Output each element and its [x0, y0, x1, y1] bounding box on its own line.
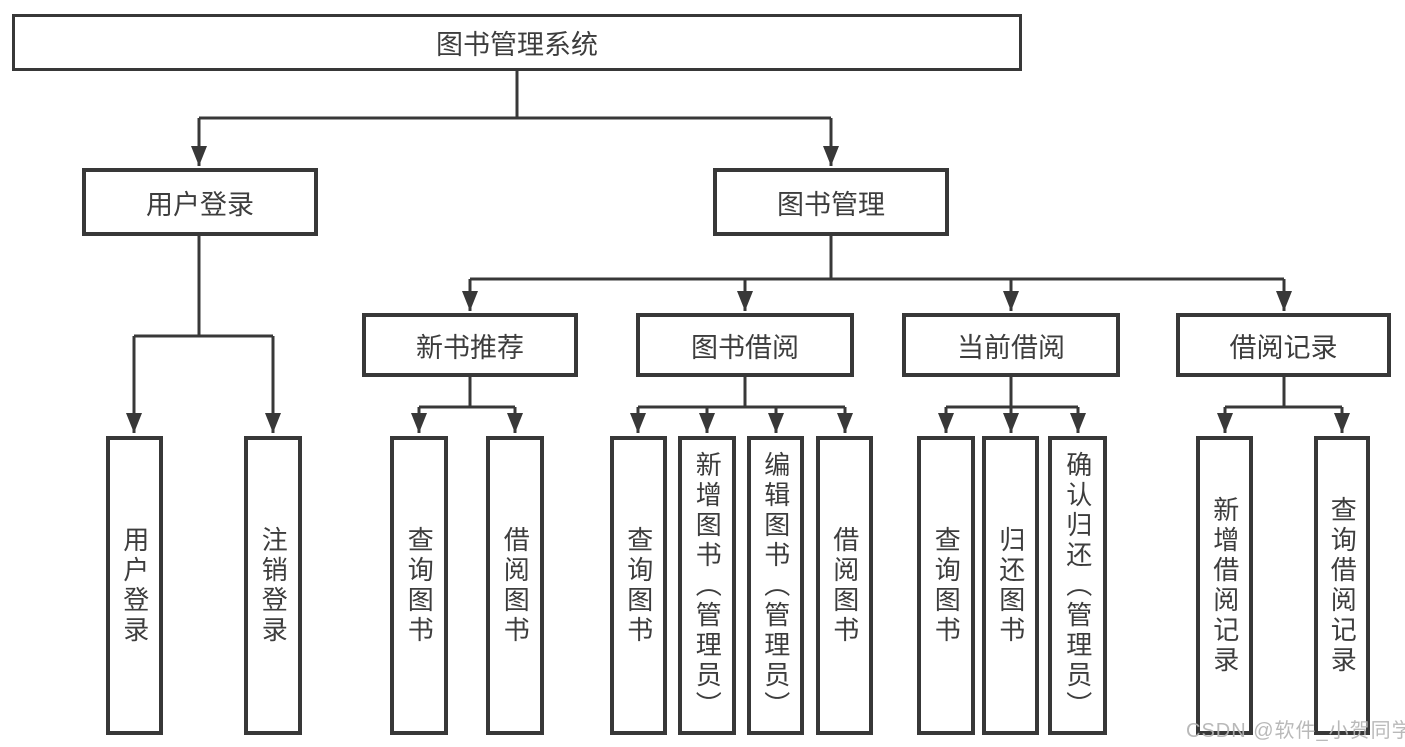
node-user-login-action-label: 用户登录: [119, 525, 150, 646]
node-add-borrow-record: 新增借阅记录: [1196, 436, 1253, 735]
node-add-books-admin: 新增图书（管理员）: [678, 436, 736, 735]
node-borrow-books-recommend-label: 借阅图书: [500, 525, 531, 646]
node-library-system: 图书管理系统: [12, 14, 1022, 71]
node-confirm-return-admin-label: 确认归还（管理员）: [1062, 450, 1093, 721]
node-edit-books-admin: 编辑图书（管理员）: [747, 436, 804, 735]
node-return-books-label: 归还图书: [995, 525, 1026, 646]
edges-book-borrowing: [630, 377, 853, 433]
node-current-borrowing-label: 当前借阅: [957, 332, 1065, 363]
node-query-books-recommend: 查询图书: [390, 436, 448, 735]
edges-user-login: [126, 236, 281, 433]
watermark: CSDN @软件_小贺同学: [1186, 720, 1405, 742]
node-library-system-label: 图书管理系统: [436, 30, 598, 60]
node-new-book-recommend-label: 新书推荐: [416, 332, 524, 363]
edges-root-to-level2: [191, 71, 839, 166]
edges-current-borrowing: [938, 377, 1086, 433]
node-query-books-current-label: 查询图书: [931, 525, 962, 646]
node-query-borrow-record: 查询借阅记录: [1314, 436, 1370, 735]
node-user-login-label: 用户登录: [146, 189, 254, 220]
node-book-borrowing: 图书借阅: [636, 313, 854, 377]
node-borrow-books-label: 借阅图书: [829, 525, 860, 646]
node-borrow-books-recommend: 借阅图书: [486, 436, 544, 735]
node-borrowing-records-label: 借阅记录: [1229, 332, 1338, 363]
node-query-books-current: 查询图书: [917, 436, 975, 735]
node-user-login: 用户登录: [82, 168, 318, 236]
edges-new-book-recommend: [411, 377, 523, 433]
node-query-borrow-record-label: 查询借阅记录: [1327, 495, 1358, 676]
node-query-books-recommend-label: 查询图书: [404, 525, 435, 646]
edges-book-management: [462, 236, 1292, 311]
node-add-borrow-record-label: 新增借阅记录: [1209, 495, 1240, 676]
node-book-management-label: 图书管理: [777, 189, 885, 220]
edges-borrowing-records: [1217, 377, 1350, 433]
node-edit-books-admin-label: 编辑图书（管理员）: [760, 450, 791, 721]
node-borrowing-records: 借阅记录: [1176, 313, 1391, 377]
node-new-book-recommend: 新书推荐: [362, 313, 578, 377]
node-book-management: 图书管理: [713, 168, 949, 236]
node-borrow-books: 借阅图书: [816, 436, 873, 735]
node-add-books-admin-label: 新增图书（管理员）: [692, 450, 723, 721]
node-current-borrowing: 当前借阅: [902, 313, 1120, 377]
node-book-borrowing-label: 图书借阅: [691, 332, 799, 363]
node-logout-label: 注销登录: [258, 525, 289, 646]
node-user-login-action: 用户登录: [106, 436, 163, 735]
node-logout: 注销登录: [244, 436, 302, 735]
node-query-books-borrowing: 查询图书: [610, 436, 667, 735]
node-return-books: 归还图书: [982, 436, 1039, 735]
node-confirm-return-admin: 确认归还（管理员）: [1048, 436, 1107, 735]
node-query-books-borrowing-label: 查询图书: [623, 525, 654, 646]
